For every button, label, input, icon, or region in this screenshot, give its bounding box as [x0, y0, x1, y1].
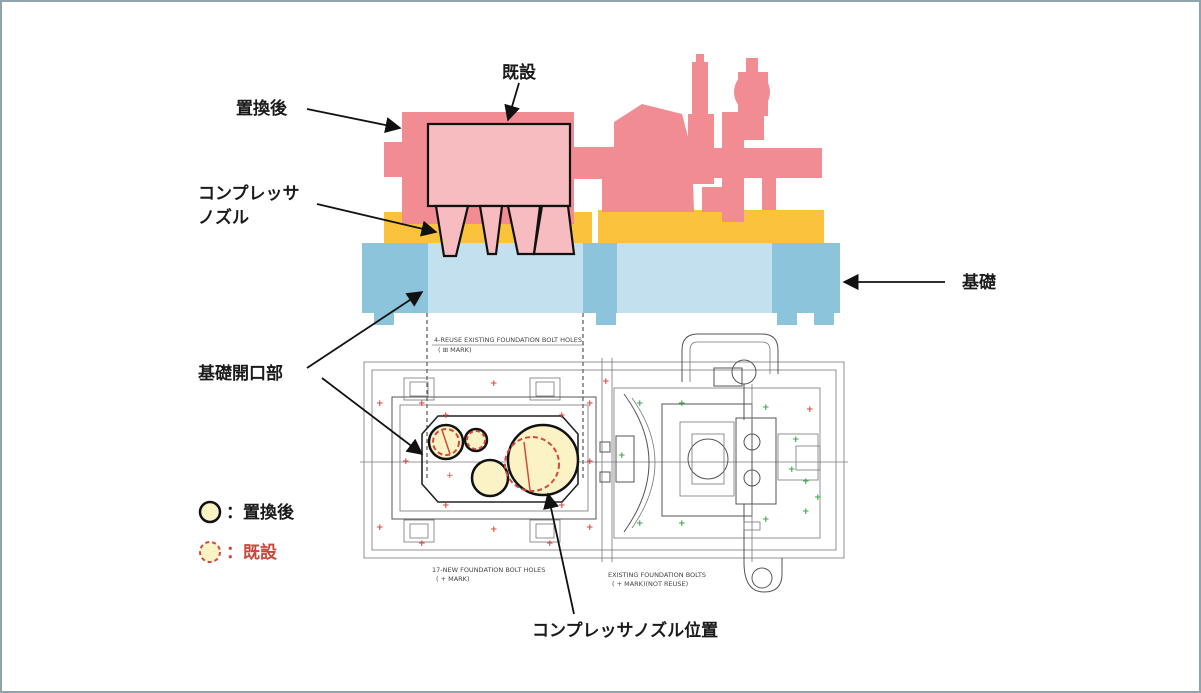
svg-text:+: + — [636, 519, 644, 529]
svg-text:+: + — [558, 501, 566, 511]
label-foundation: 基礎 — [961, 272, 997, 293]
label-foundation-opening: 基礎開口部 — [197, 363, 283, 384]
note-reuse-bolts: 4-REUSE EXISTING FOUNDATION BOLT HOLES — [434, 336, 582, 344]
svg-text:+: + — [446, 471, 454, 481]
svg-text:+: + — [636, 399, 644, 409]
svg-text:+: + — [546, 539, 554, 549]
note-existing-bolts: EXISTING FOUNDATION BOLTS — [608, 571, 706, 579]
svg-text:+: + — [814, 493, 822, 503]
note-new-bolts-mark: ( + MARK) — [436, 575, 469, 583]
svg-text:+: + — [678, 399, 686, 409]
note-reuse-bolts-mark: ( ⊞ MARK) — [438, 346, 471, 354]
legend-existing-label: ：既設 — [226, 542, 278, 563]
legend-replaced-symbol — [198, 500, 222, 524]
svg-text:+: + — [762, 515, 770, 525]
svg-text:+: + — [618, 451, 626, 461]
svg-text:+: + — [442, 411, 450, 421]
svg-text:+: + — [586, 399, 594, 409]
label-compressor-nozzle-line2: ノズル — [198, 207, 249, 228]
svg-text:+: + — [762, 403, 770, 413]
svg-text:+: + — [806, 405, 814, 415]
note-existing-bolts-mark: ( + MARK)(NOT REUSE) — [612, 580, 688, 588]
svg-text:+: + — [418, 399, 426, 409]
callout-arrows — [306, 82, 945, 615]
legend: ：置換後 ：既設 — [198, 500, 295, 563]
note-new-bolts: 17-NEW FOUNDATION BOLT HOLES — [432, 566, 545, 574]
svg-text:+: + — [376, 523, 384, 533]
svg-text:+: + — [376, 399, 384, 409]
svg-text:+: + — [788, 465, 796, 475]
label-replaced: 置換後 — [236, 98, 288, 119]
plan-view — [360, 333, 848, 593]
turbine — [602, 54, 822, 222]
svg-text:+: + — [602, 377, 610, 387]
label-existing: 既設 — [502, 62, 537, 83]
svg-text:+: + — [792, 435, 800, 445]
legend-existing-symbol — [199, 541, 221, 563]
svg-text:+: + — [558, 411, 566, 421]
svg-text:+: + — [402, 457, 410, 467]
legend-replaced-label: ：置換後 — [226, 502, 295, 523]
label-compressor-nozzle-line1: コンプレッサ — [198, 183, 300, 204]
bolt-markers: + + + + + + + + + + + + + + + + + + + + … — [376, 377, 822, 549]
label-nozzle-position: コンプレッサノズル位置 — [532, 620, 718, 641]
svg-text:+: + — [802, 477, 810, 487]
svg-text:+: + — [442, 501, 450, 511]
svg-text:+: + — [586, 523, 594, 533]
svg-text:+: + — [586, 457, 594, 467]
svg-text:+: + — [802, 507, 810, 517]
svg-text:+: + — [490, 525, 498, 535]
nozzle-circles: + — [427, 423, 580, 498]
foundation-block — [362, 243, 840, 325]
svg-text:+: + — [418, 539, 426, 549]
drawing-notes: 4-REUSE EXISTING FOUNDATION BOLT HOLES (… — [432, 336, 706, 588]
existing-compressor — [426, 122, 576, 258]
svg-text:+: + — [678, 519, 686, 529]
svg-text:+: + — [490, 379, 498, 389]
